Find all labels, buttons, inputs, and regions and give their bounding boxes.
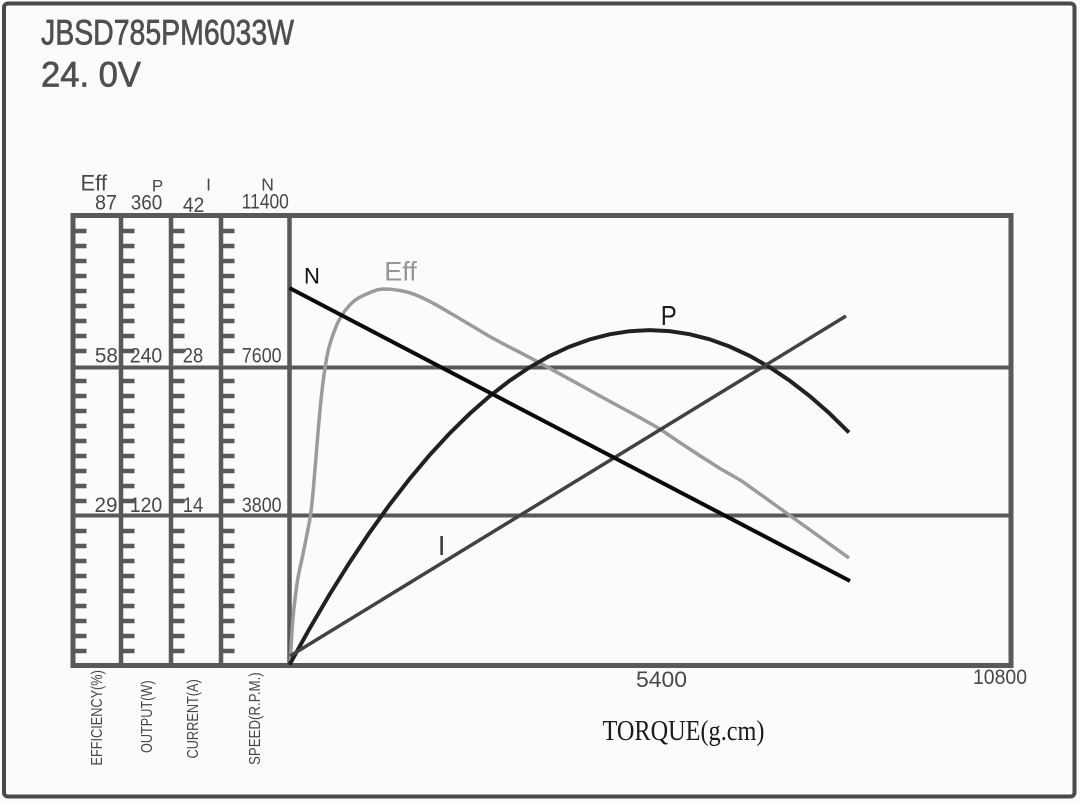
- svg-text:P: P: [661, 300, 677, 331]
- svg-text:SPEED(R.P.M.): SPEED(R.P.M.): [247, 672, 264, 765]
- svg-text:14: 14: [183, 494, 204, 517]
- svg-text:I: I: [206, 175, 211, 195]
- svg-text:Eff: Eff: [80, 171, 107, 196]
- svg-text:7600: 7600: [242, 345, 282, 368]
- svg-text:EFFICIENCY(%): EFFICIENCY(%): [89, 670, 106, 765]
- svg-text:28: 28: [183, 345, 203, 368]
- svg-text:5400: 5400: [636, 667, 687, 692]
- svg-text:10800: 10800: [973, 665, 1027, 689]
- svg-text:OUTPUT(W): OUTPUT(W): [139, 680, 156, 753]
- svg-text:29: 29: [95, 494, 118, 517]
- svg-text:58: 58: [95, 345, 118, 368]
- svg-text:120: 120: [130, 494, 163, 517]
- svg-text:360: 360: [131, 192, 163, 215]
- svg-text:240: 240: [130, 345, 163, 368]
- svg-text:TORQUE(g.cm): TORQUE(g.cm): [603, 716, 765, 747]
- svg-text:CURRENT(A): CURRENT(A): [185, 679, 202, 758]
- svg-text:JBSD785PM6033W: JBSD785PM6033W: [41, 14, 294, 53]
- svg-text:N: N: [261, 175, 274, 195]
- svg-text:42: 42: [183, 194, 205, 217]
- svg-text:I: I: [438, 530, 446, 561]
- svg-text:24. 0V: 24. 0V: [41, 55, 142, 94]
- svg-text:N: N: [304, 264, 320, 289]
- svg-text:11400: 11400: [242, 191, 289, 214]
- svg-text:Eff: Eff: [384, 256, 417, 286]
- svg-text:3800: 3800: [242, 494, 282, 517]
- svg-text:P: P: [152, 177, 163, 196]
- svg-text:87: 87: [95, 192, 117, 215]
